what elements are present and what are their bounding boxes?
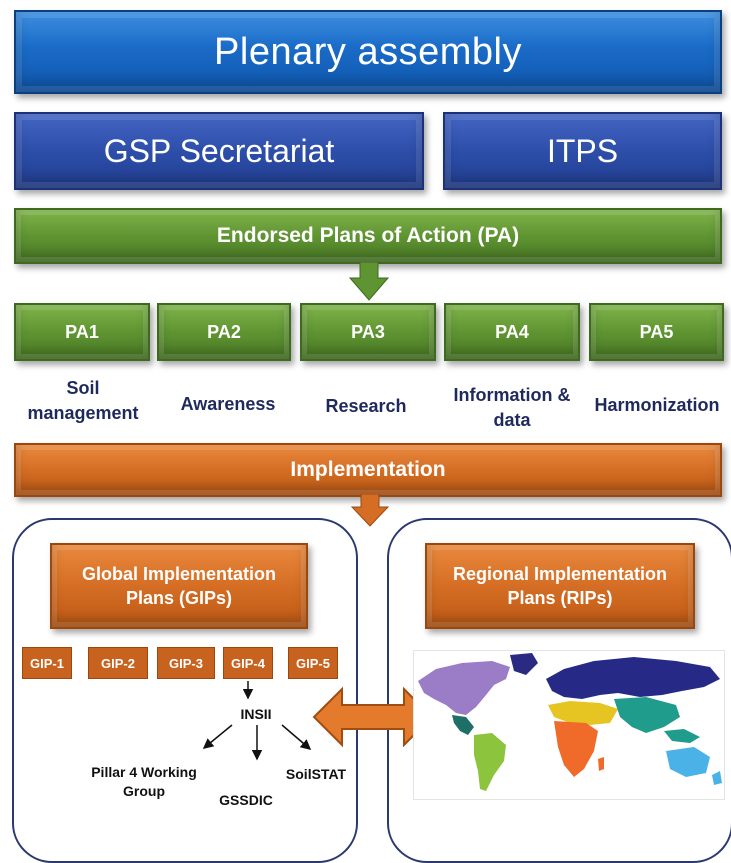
pa1-label: Soil management [27, 378, 139, 424]
itps-box: ITPS [443, 112, 722, 190]
gip-1-box: GIP-1 [22, 647, 72, 679]
plenary-assembly-title: Plenary assembly [214, 30, 522, 73]
pa2-box: PA2 [157, 303, 291, 361]
plenary-assembly-box: Plenary assembly [14, 10, 722, 94]
pa2-code: PA2 [207, 321, 241, 342]
pa5-box: PA5 [589, 303, 724, 361]
pillar4-working-group-label: Pillar 4 Working Group [91, 764, 197, 799]
pa1-box: PA1 [14, 303, 150, 361]
implementation-box: Implementation [14, 443, 722, 497]
gsp-secretariat-label: GSP Secretariat [103, 132, 335, 169]
rips-title-box: Regional Implementation Plans (RIPs) [425, 543, 695, 629]
plans-of-action-title: Endorsed Plans of Action (PA) [216, 224, 520, 247]
plans-of-action-box: Endorsed Plans of Action (PA) [14, 208, 722, 264]
pa5-label: Harmonization [594, 395, 720, 415]
gsp-secretariat-box: GSP Secretariat [14, 112, 424, 190]
rips-title: Regional Implementation Plans (RIPs) [452, 563, 668, 608]
gips-title-box: Global Implementation Plans (GIPs) [50, 543, 308, 629]
pa5-code: PA5 [639, 321, 674, 342]
gip-2-box: GIP-2 [88, 647, 148, 679]
gip-3-box: GIP-3 [157, 647, 215, 679]
gip-4-label: GIP-4 [231, 655, 265, 671]
pa1-code: PA1 [65, 321, 99, 342]
pa2-label: Awareness [180, 394, 276, 414]
gip-3-label: GIP-3 [169, 655, 203, 671]
gip-2-label: GIP-2 [101, 655, 135, 671]
gssdic-label: GSSDIC [219, 792, 273, 808]
gip-1-label: GIP-1 [30, 655, 64, 671]
pa4-box: PA4 [444, 303, 580, 361]
pa3-label: Research [325, 396, 407, 416]
down-arrow-icon [348, 262, 390, 301]
itps-label: ITPS [546, 132, 619, 169]
pa3-box: PA3 [300, 303, 436, 361]
pa4-label: Information & data [453, 385, 571, 431]
connector-arrows [202, 681, 312, 761]
pa4-code: PA4 [495, 321, 529, 342]
world-map-icon [418, 653, 722, 791]
gip-5-box: GIP-5 [288, 647, 338, 679]
world-map [413, 650, 725, 800]
gip-4-box: GIP-4 [223, 647, 273, 679]
down-arrow-icon-2 [350, 494, 390, 527]
gips-title: Global Implementation Plans (GIPs) [81, 563, 277, 608]
insii-label: INSII [240, 706, 272, 722]
gip-5-label: GIP-5 [296, 655, 330, 671]
pa3-code: PA3 [351, 321, 385, 342]
soilstat-label: SoilSTAT [285, 766, 347, 782]
implementation-title: Implementation [290, 458, 446, 481]
